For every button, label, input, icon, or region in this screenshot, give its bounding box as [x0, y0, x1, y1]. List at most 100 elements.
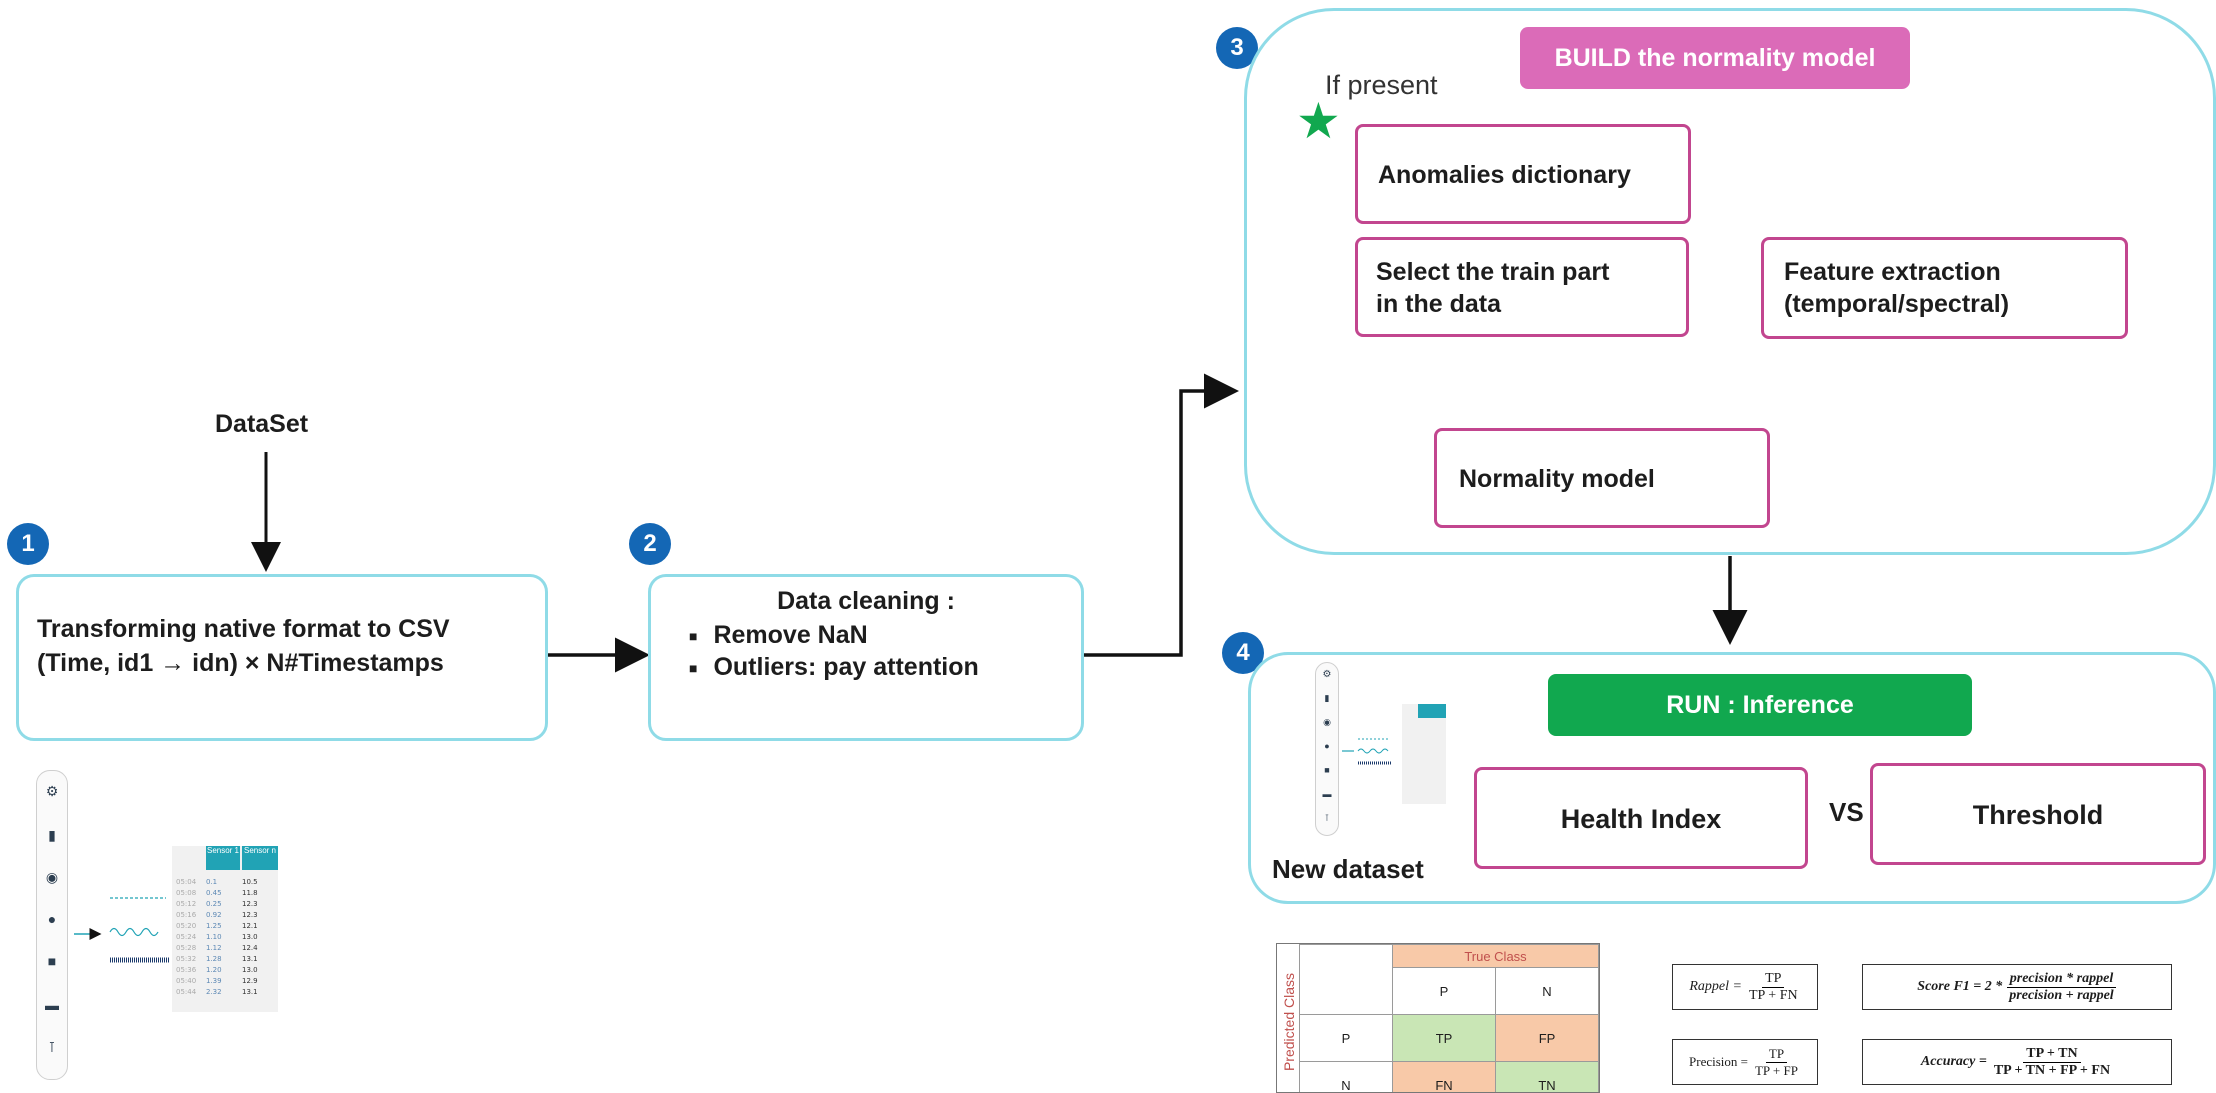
gauge-icon: ⚙: [46, 783, 59, 800]
mini-v1: 1.25: [206, 922, 242, 930]
formula-rappel: Rappel = TP TP + FN: [1672, 964, 1818, 1010]
mini-table-small-header: [1418, 704, 1446, 718]
accuracy-num: TP + TN: [2023, 1046, 2080, 1063]
mini-time: 05:20: [176, 922, 206, 930]
gauge-icon: ⚙: [1323, 669, 1332, 680]
threshold-label: Threshold: [1873, 800, 2203, 831]
precision-fraction: TP TP + FP: [1752, 1046, 1801, 1079]
antenna-icon: ⊺: [48, 1039, 55, 1056]
motor-icon: ▬: [45, 997, 59, 1013]
formula-accuracy: Accuracy = TP + TN TP + TN + FP + FN: [1862, 1039, 2172, 1085]
step2-bullet-2: ■Outliers: pay attention: [689, 653, 979, 682]
mini-v1: 0.45: [206, 889, 242, 897]
select-line1: Select the train part: [1376, 258, 1609, 287]
motor-icon: ▬: [1323, 789, 1332, 799]
signal-waves-small: [1340, 727, 1402, 777]
cm-corner: [1300, 945, 1393, 968]
cm-col-header-n: N: [1496, 968, 1599, 1015]
formula-precision: Precision = TP TP + FP: [1672, 1039, 1818, 1085]
mini-table-header-2: Sensor n: [242, 846, 278, 870]
f1-lhs: Score F1 = 2 *: [1917, 979, 2002, 995]
mini-time: 05:24: [176, 933, 206, 941]
accuracy-lhs: Accuracy =: [1921, 1054, 1987, 1070]
select-line2: in the data: [1376, 290, 1501, 319]
rappel-num: TP: [1762, 971, 1784, 988]
cm-cell-tp: TP: [1393, 1015, 1496, 1062]
step2-bullet-1: ■Remove NaN: [689, 621, 868, 650]
step2-bullet-1-text: Remove NaN: [713, 621, 867, 649]
step1-line2: (Time, id1 → idn) × N#Timestamps: [37, 649, 444, 678]
f1-num: precision * rappel: [2007, 971, 2116, 988]
confusion-matrix: Predicted Class True Class P N P TP FP N…: [1276, 943, 1600, 1093]
step2-title: Data cleaning :: [651, 587, 1081, 616]
mini-v2: 13.1: [242, 955, 258, 963]
confusion-matrix-table: True Class P N P TP FP N FN TN: [1299, 944, 1599, 1093]
battery-icon: ■: [48, 953, 56, 969]
anomalies-label: Anomalies dictionary: [1378, 161, 1631, 190]
mini-v1: 1.10: [206, 933, 242, 941]
mini-v2: 10.5: [242, 878, 258, 886]
anomalies-box: Anomalies dictionary: [1355, 124, 1691, 224]
mini-time: 05:32: [176, 955, 206, 963]
cm-empty: [1300, 968, 1393, 1015]
mini-time: 05:36: [176, 966, 206, 974]
f1-fraction: precision * rappel precision + rappel: [2006, 971, 2116, 1004]
cm-col-header-p: P: [1393, 968, 1496, 1015]
rappel-den: TP + FN: [1746, 988, 1801, 1004]
normality-model-label: Normality model: [1459, 465, 1655, 494]
accuracy-fraction: TP + TN TP + TN + FP + FN: [1991, 1046, 2113, 1079]
mini-time: 05:08: [176, 889, 206, 897]
mini-time: 05:40: [176, 977, 206, 985]
badge-step-2: 2: [629, 523, 671, 565]
step1-box: Transforming native format to CSV (Time,…: [16, 574, 548, 741]
signal-waves: [70, 880, 174, 970]
step2-box: Data cleaning : ■Remove NaN ■Outliers: p…: [648, 574, 1084, 741]
new-dataset-label: New dataset: [1272, 854, 1424, 885]
mini-v2: 12.1: [242, 922, 258, 930]
mini-v2: 12.3: [242, 900, 258, 908]
accuracy-den: TP + TN + FP + FN: [1991, 1063, 2113, 1079]
sensor-icon: ▮: [48, 827, 56, 844]
mini-table-header-1: Sensor 1: [206, 846, 240, 870]
feature-line2: (temporal/spectral): [1784, 290, 2009, 319]
mini-time: 05:12: [176, 900, 206, 908]
arrow-step2-to-step3: [1084, 391, 1232, 655]
star-icon: ★: [1296, 96, 1341, 146]
sensor-thumbnail-small: ⚙ ▮ ◉ ● ■ ▬ ⊺: [1315, 662, 1339, 836]
mini-v2: 11.8: [242, 889, 258, 897]
mini-v2: 12.4: [242, 944, 258, 952]
battery-icon: ■: [1324, 765, 1329, 775]
mini-table-small: [1402, 704, 1446, 804]
feature-line1: Feature extraction: [1784, 258, 2001, 287]
mini-time: 05:44: [176, 988, 206, 996]
cm-true-class-header: True Class: [1393, 945, 1599, 968]
precision-num: TP: [1766, 1046, 1787, 1063]
mini-v1: 1.12: [206, 944, 242, 952]
mini-v1: 2.32: [206, 988, 242, 996]
threshold-box: Threshold: [1870, 763, 2206, 865]
normality-model-box: Normality model: [1434, 428, 1770, 528]
mini-v1: 0.1: [206, 878, 242, 886]
sensor-thumbnail: ⚙ ▮ ◉ ● ■ ▬ ⊺: [36, 770, 68, 1080]
cm-cell-fp: FP: [1496, 1015, 1599, 1062]
predicted-class-label: Predicted Class: [1281, 962, 1297, 1082]
mini-v1: 1.20: [206, 966, 242, 974]
mini-v1: 0.92: [206, 911, 242, 919]
antenna-icon: ⊺: [1325, 813, 1330, 824]
precision-den: TP + FP: [1752, 1063, 1801, 1079]
formula-f1: Score F1 = 2 * precision * rappel precis…: [1862, 964, 2172, 1010]
cm-cell-fn: FN: [1393, 1062, 1496, 1093]
mini-time: 05:28: [176, 944, 206, 952]
cm-row-label-n: N: [1300, 1062, 1393, 1093]
rappel-lhs: Rappel =: [1689, 979, 1742, 995]
